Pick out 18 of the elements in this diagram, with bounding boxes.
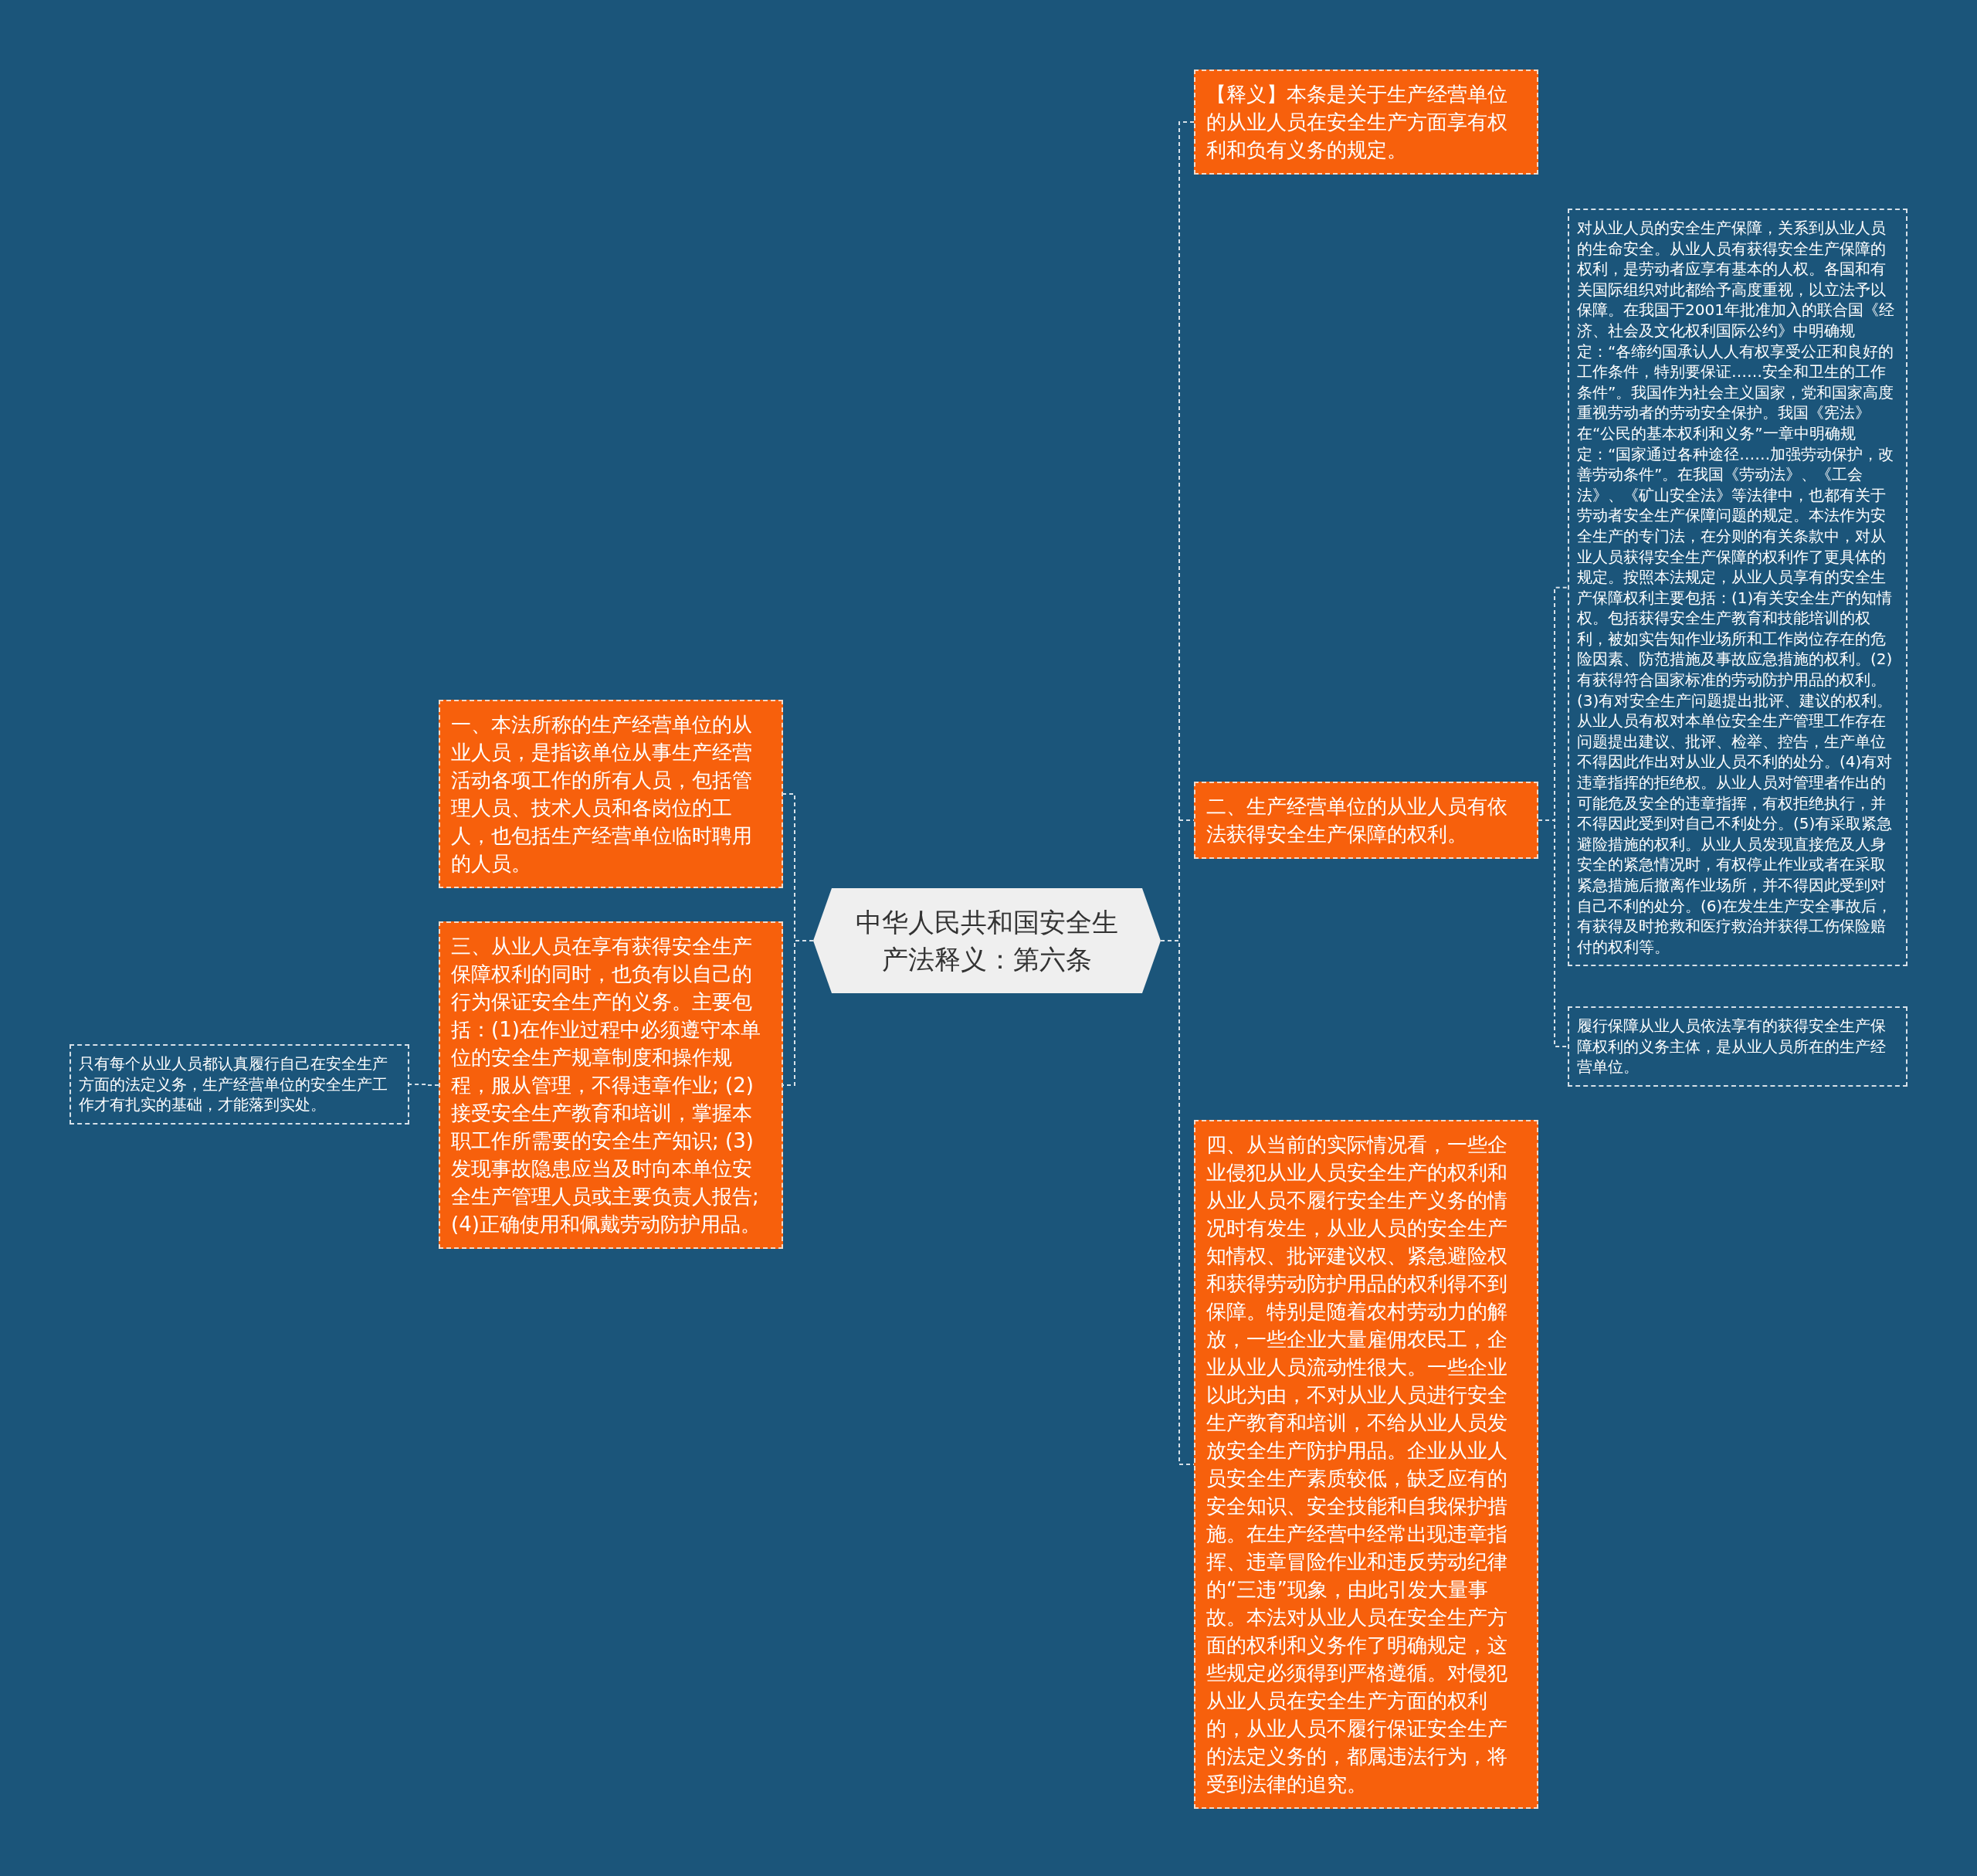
topic-box <box>1194 1120 1538 1809</box>
topic-box <box>1194 782 1538 859</box>
connector-line <box>1538 819 1568 1047</box>
node-text: 三、从业人员在享有获得安全生产保障权利的同时，也负有以自己的行为保证安全生产的义务。主要包括：(1)在作业过程中必须遵守本单位的安全生产规章制度和操作规程，服从管理，不得违章作业; (2)接受安全生产教育和培训，掌握本职工作所需要的安全生产知识; (3)发现事故隐患应当及时向本单位安全生产管理人员或主要负责人报告; (4)正确使用和佩戴劳动防护用品。 <box>451 934 761 1237</box>
node-text: 一、本法所称的生产经营单位的从业人员，是指该单位从事生产经营活动各项工作的所有人员，包括管理人员、技术人员和各岗位的工人，也包括生产经营单位临时聘用的人员。 <box>451 712 753 877</box>
node-text: 对从业人员的安全生产保障，关系到从业人员的生命安全。从业人员有获得安全生产保障的权利，是劳动者应享有基本的人权。各国和有关国际组织对此都给予高度重视，以立法予以保障。在我国于2001年批准加入的联合国《经济、社会及文化权利国际公约》中明确规定：“各缔约国承认人人有权享受公正和良好的工作条件，特别要保证……安全和卫生的工作条件”。我国作为社会主义国家，党和国家高度重视劳动者的劳动安全保护。我国《宪法》在“公民的基本权利和义务”一章中明确规定：“国家通过各种途径……加强劳动保护，改善劳动条件”。在我国《劳动法》、《工会法》、《矿山安全法》等法律中，也都有关于劳动者安全生产保障问题的规定。本法作为安全生产的专门法，在分则的有关条款中，对从业人员获得安全生产保障的权利作了更具体的规定。按照本法规定，从业人员享有的安全生产保障权利主要包括：(1)有关安全生产的知情权。包括获得安全生产教育和技能培训的权利，被如实告知作业场所和工作岗位存在的危险因素、防范措施及事故应急措施的权利。(2)有获得符合国家标准的劳动防护用品的权利。 (3)有对安全生产问题提出批评、建议的权利。从业人员有权对本单位安全生产管理工作存在问题提出建议、批评、检举、控告，生产单位不得因此作出对从业人员不利的处分。(4)有对违章指挥的拒绝权。从业人员对管理者作出的可能危及安全的违章指挥，有权拒绝执行，并不得因此受到对自己不利处分。(5)有采取紧急避险措施的权利。从业人员发现直接危及人身安全的紧急情况时，有权停止作业或者在采取紧急措施后撤离作业场所，并不得因此受到对自己不利的处分。(6)在发生生产安全事故后，有获得及时抢救和医疗救治并获得工伤保险赔付的权利等。 <box>1577 218 1895 958</box>
note-box <box>1568 1006 1907 1087</box>
node-text: 中华人民共和国安全生产法释义：第六条 <box>855 906 1119 976</box>
node-text: 只有每个从业人员都认真履行自己在安全生产方面的法定义务，生产经营单位的安全生产工作才有扎实的基础，才能落到实处。 <box>79 1053 388 1115</box>
node-text: 履行保障从业人员依法享有的获得安全生产保障权利的义务主体，是从业人员所在的生产经营单位。 <box>1577 1016 1887 1077</box>
topic-box <box>439 700 783 888</box>
connector-line <box>409 1083 439 1086</box>
note-box <box>70 1044 409 1125</box>
topic-box <box>439 921 783 1249</box>
node-text: 【释义】本条是关于生产经营单位的从业人员在安全生产方面享有权利和负有义务的规定。 <box>1206 82 1508 163</box>
node-text: 二、生产经营单位的从业人员有依法获得安全生产保障的权利。 <box>1206 794 1508 847</box>
topic-box <box>1194 70 1538 175</box>
node-text: 四、从当前的实际情况看，一些企业侵犯从业人员安全生产的权利和从业人员不履行安全生产义务的情况时有发生，从业人员的安全生产知情权、批评建议权、紧急避险权和获得劳动防护用品的权利得不到保障。特别是随着农村劳动力的解放，一些企业大量雇佣农民工，企业从业人员流动性很大。一些企业以此为由，不对从业人员进行安全生产教育和培训，不给从业人员发放安全生产防护用品。企业从业人员安全生产素质较低，缺乏应有的安全知识、安全技能和自我保护措施。在生产经营中经常出现违章指挥、违章冒险作业和违反劳动纪律的“三违”现象，由此引发大量事故。本法对从业人员在安全生产方面的权利和义务作了明确规定，这些规定必须得到严格遵循。对侵犯从业人员在安全生产方面的权利的，从业人员不履行保证安全生产的法定义务的，都属违法行为，将受到法律的追究。 <box>1206 1132 1508 1797</box>
